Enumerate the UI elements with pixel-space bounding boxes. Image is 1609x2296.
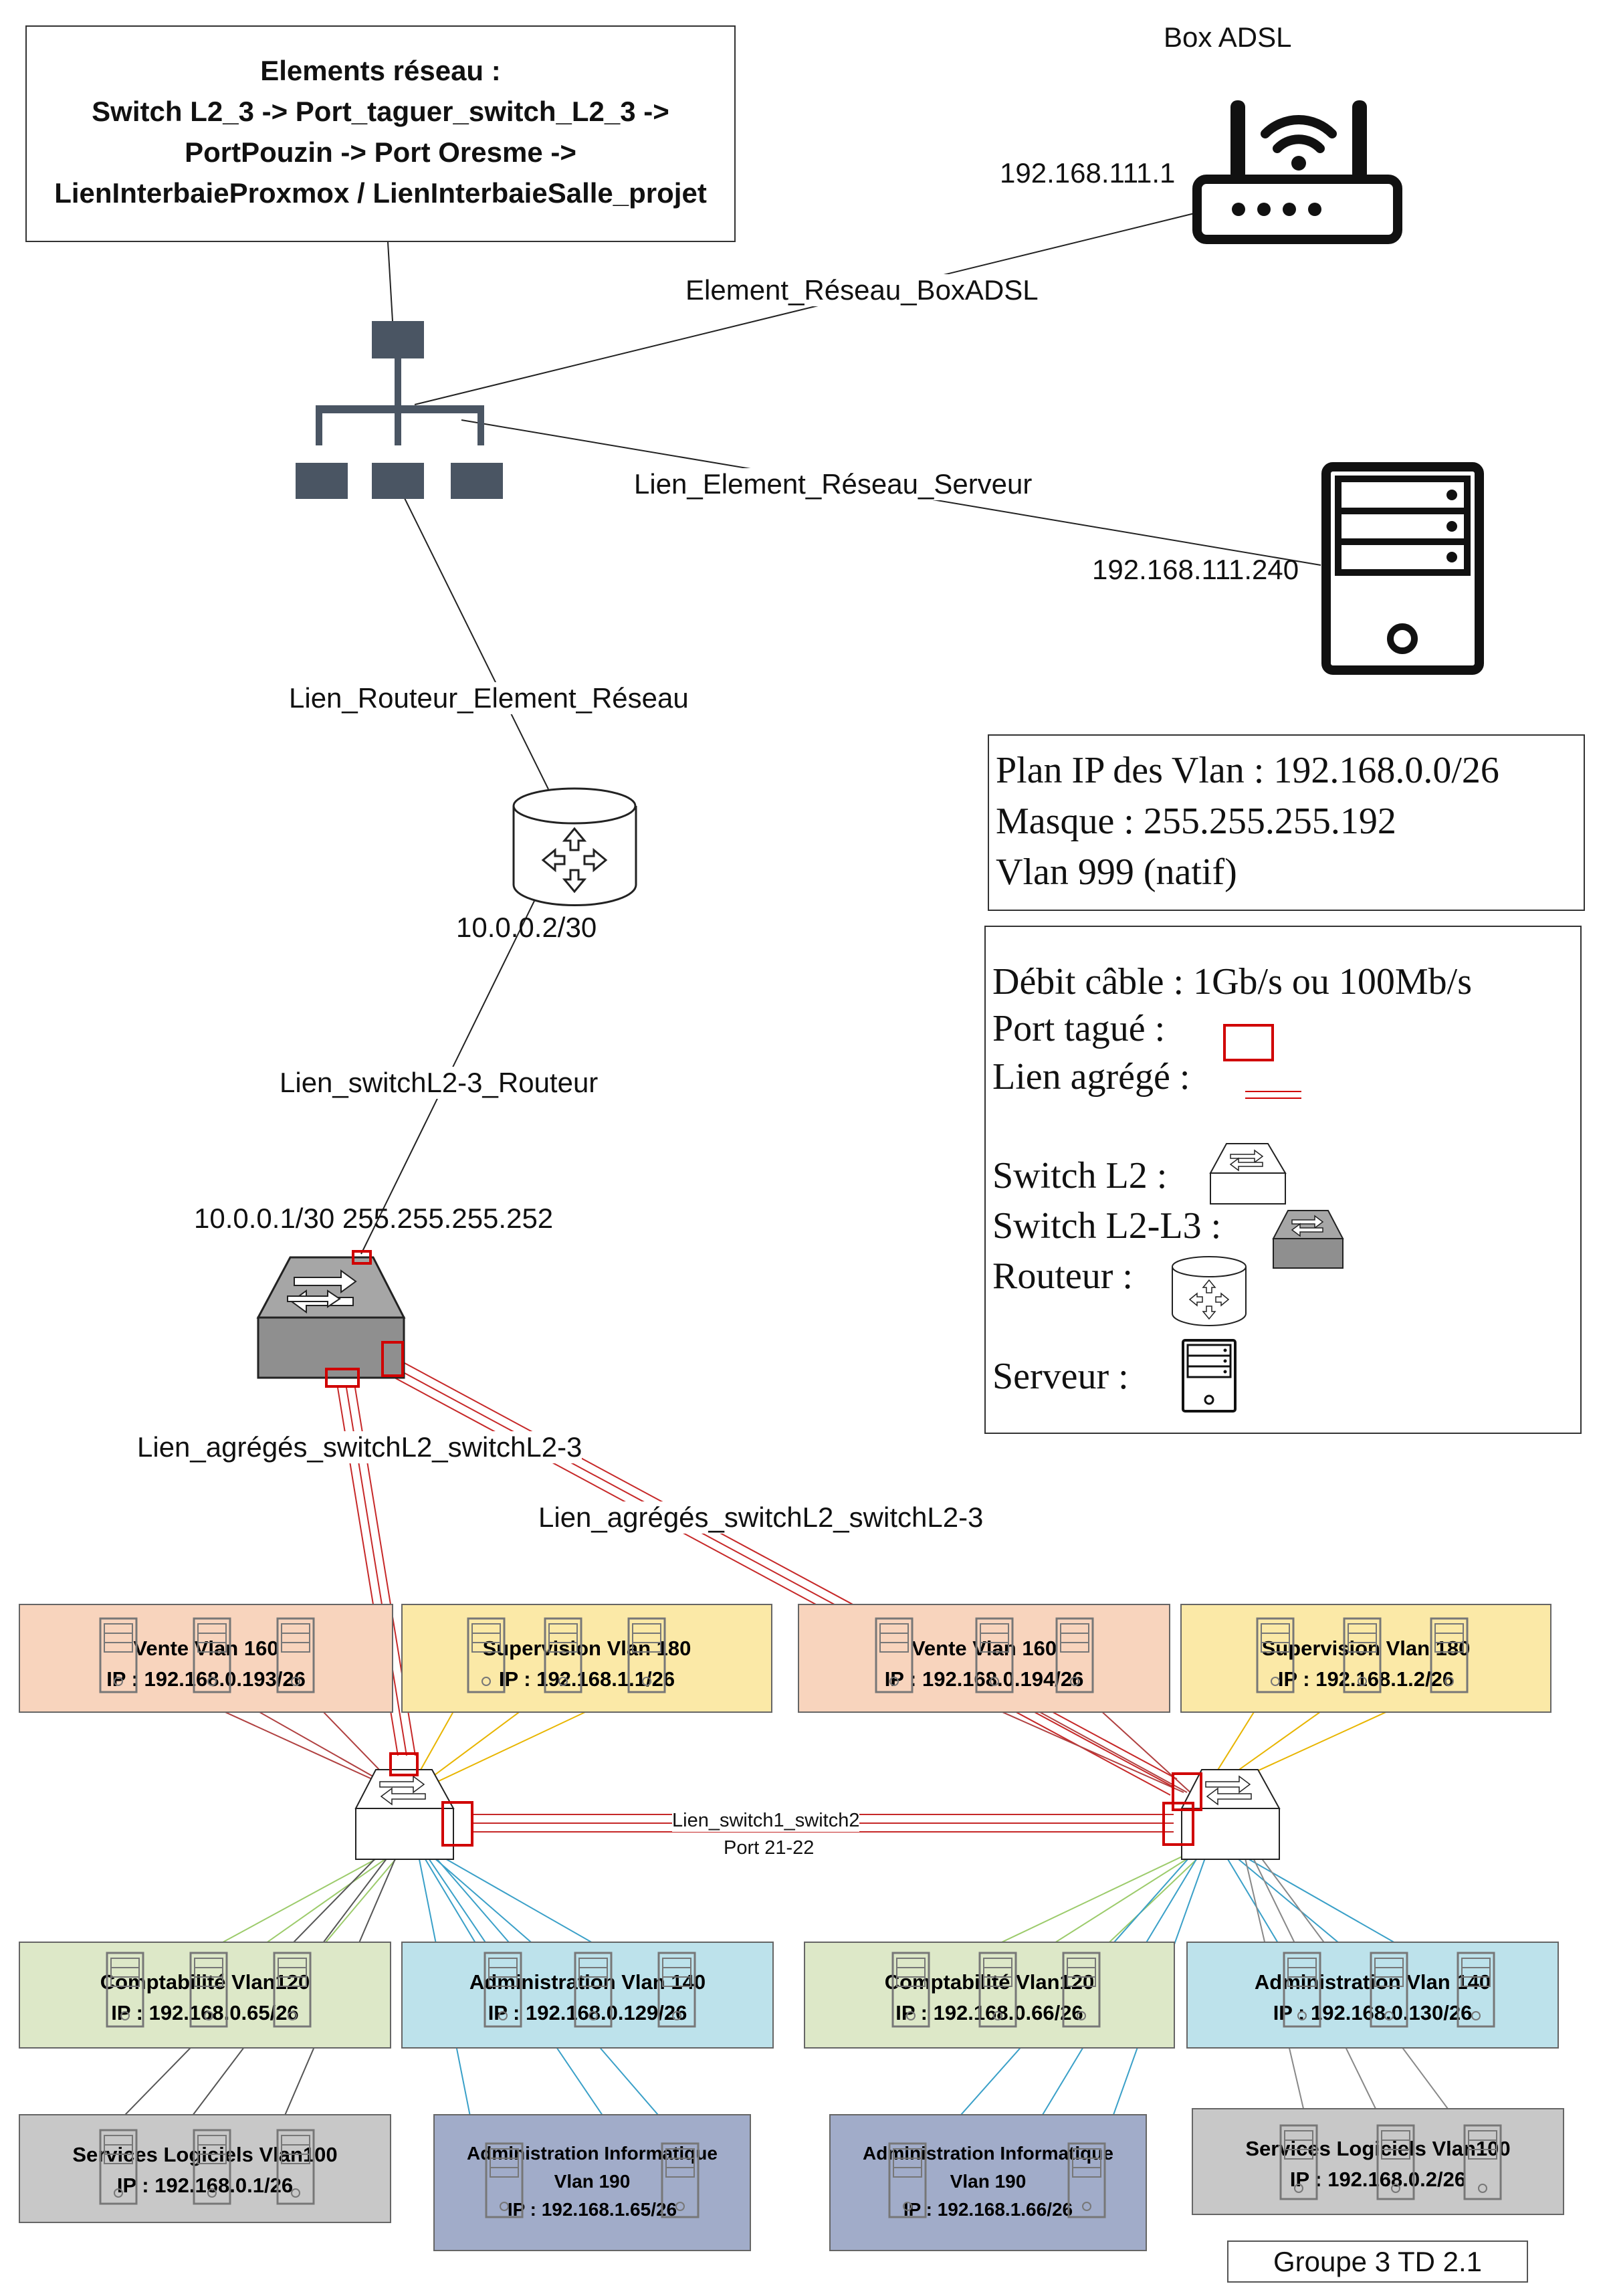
legend-switch-l2l3: Switch L2-L3 : (992, 1205, 1222, 1247)
vlan-box-admin-info-left: Administration Informatique Vlan 190 IP … (433, 2114, 751, 2251)
vlan-ip: IP : 192.168.0.130/26 (1273, 2001, 1473, 2024)
elements-line-4: LienInterbaieProxmox / LienInterbaieSall… (54, 177, 707, 209)
server-legend-icon (1182, 1339, 1237, 1413)
switch-l2-right-icon (1180, 1769, 1281, 1860)
vlan-box-comptabilite-left: Comptabilité Vlan120 IP : 192.168.0.65/2… (19, 1942, 391, 2049)
vlan-box-administration-left: Administration Vlan 140 IP : 192.168.0.1… (401, 1942, 774, 2049)
network-hierarchy-icon (296, 321, 503, 499)
vlan-name-2: Vlan 190 (554, 2171, 631, 2192)
legend-lien-agrege: Lien agrégé : (992, 1056, 1190, 1098)
vlan-box-administration-right: Administration Vlan 140 IP : 192.168.0.1… (1186, 1942, 1559, 2049)
vlan-box-comptabilite-right: Comptabilité Vlan120 IP : 192.168.0.66/2… (804, 1942, 1175, 2049)
elements-line-1: Elements réseau : (260, 55, 501, 86)
vlan-ip: IP : 192.168.0.193/26 (106, 1667, 306, 1691)
vlan-name: Services Logiciels Vlan100 (72, 2143, 338, 2166)
vlan-box-supervision-right: Supervision Vlan 180 IP : 192.168.1.2/26 (1180, 1604, 1551, 1713)
vlan-ip: IP : 192.168.0.2/26 (1289, 2168, 1467, 2191)
box-adsl-ip: 192.168.111.1 (1000, 157, 1176, 189)
tagged-port-core-top (352, 1250, 372, 1265)
legend-tagged-port-sample (1223, 1024, 1274, 1061)
vlan-name: Administration Informatique (863, 2143, 1113, 2164)
server-icon (1321, 462, 1484, 675)
switch-l2l3-legend-icon (1272, 1210, 1344, 1269)
vlan-ip: IP : 192.168.1.2/26 (1277, 1667, 1455, 1691)
ip-plan-line-1: Plan IP des Vlan : 192.168.0.0/26 (996, 750, 1499, 791)
vlan-ip: IP : 192.168.1.65/26 (507, 2199, 677, 2220)
legend-switch-l2: Switch L2 : (992, 1155, 1168, 1196)
ip-plan-box: Plan IP des Vlan : 192.168.0.0/26 Masque… (988, 734, 1585, 911)
vlan-name: Administration Vlan 140 (469, 1970, 706, 1994)
vlan-ip: IP : 192.168.0.1/26 (116, 2174, 294, 2197)
vlan-box-services-left: Services Logiciels Vlan100 IP : 192.168.… (19, 2114, 391, 2223)
ip-plan-line-3: Vlan 999 (natif) (996, 851, 1237, 893)
footer-label: Groupe 3 TD 2.1 (1273, 2246, 1483, 2277)
vlan-name: Comptabilité Vlan120 (884, 1970, 1095, 1994)
tagged-port-core-bottom (325, 1368, 360, 1388)
elements-reseau-box: Elements réseau : Switch L2_3 -> Port_ta… (25, 25, 736, 242)
legend-port-tague: Port tagué : (992, 1008, 1166, 1049)
switch-l2-icon (1209, 1143, 1287, 1205)
elements-line-2: Switch L2_3 -> Port_taguer_switch_L2_3 -… (92, 96, 669, 127)
vlan-ip: IP : 192.168.0.65/26 (111, 2001, 299, 2024)
legend-aggregated-link-sample (1245, 1091, 1301, 1099)
vlan-box-vente-right: Vente Vlan 160 IP : 192.168.0.194/26 (798, 1604, 1170, 1713)
router-icon (512, 787, 637, 906)
vlan-box-vente-left: Vente Vlan 160 IP : 192.168.0.193/26 (19, 1604, 393, 1713)
link-label-agg-right: Lien_agrégés_switchL2_switchL2-3 (538, 1501, 984, 1534)
vlan-name: Comptabilité Vlan120 (100, 1970, 310, 1994)
vlan-box-services-right: Services Logiciels Vlan100 IP : 192.168.… (1192, 2108, 1564, 2215)
vlan-ip: IP : 192.168.0.129/26 (488, 2001, 687, 2024)
tagged-port-right-left (1162, 1802, 1194, 1846)
vlan-ip: IP : 192.168.0.66/26 (895, 2001, 1083, 2024)
elements-line-3: PortPouzin -> Port Oresme -> (185, 136, 576, 168)
link-label-server: Lien_Element_Réseau_Serveur (634, 468, 1033, 500)
legend-box: Débit câble : 1Gb/s ou 100Mb/s Port tagu… (984, 926, 1582, 1434)
vlan-name: Supervision Vlan 180 (482, 1637, 691, 1660)
router-ip: 10.0.0.2/30 (456, 912, 597, 943)
router-legend-icon (1172, 1256, 1247, 1326)
vlan-name: Administration Informatique (467, 2143, 718, 2164)
vlan-ip: IP : 192.168.1.66/26 (903, 2199, 1073, 2220)
vlan-name: Vente Vlan 160 (133, 1637, 279, 1660)
link-label-switch-router: Lien_switchL2-3_Routeur (280, 1067, 599, 1099)
switch-l2-left-icon (354, 1769, 455, 1860)
footer-box: Groupe 3 TD 2.1 (1227, 2240, 1528, 2283)
legend-routeur: Routeur : (992, 1255, 1133, 1297)
vlan-name: Vente Vlan 160 (911, 1637, 1057, 1660)
vlan-name: Services Logiciels Vlan100 (1245, 2137, 1511, 2160)
vlan-box-admin-info-right: Administration Informatique Vlan 190 IP … (829, 2114, 1147, 2251)
tagged-port-left-top (389, 1752, 419, 1776)
vlan-ip: IP : 192.168.1.1/26 (498, 1667, 675, 1691)
vlan-ip: IP : 192.168.0.194/26 (884, 1667, 1084, 1691)
legend-serveur: Serveur : (992, 1356, 1129, 1397)
link-label-box: Element_Réseau_BoxADSL (685, 274, 1039, 306)
link-label-switch1-switch2: Lien_switch1_switch2 (672, 1810, 860, 1832)
link-label-port: Port 21-22 (724, 1837, 815, 1859)
wifi-router-icon (1192, 100, 1402, 244)
link-label-router: Lien_Routeur_Element_Réseau (289, 682, 689, 714)
legend-debit: Débit câble : 1Gb/s ou 100Mb/s (992, 961, 1473, 1003)
tagged-port-left-right (441, 1801, 473, 1847)
ip-plan-line-2: Masque : 255.255.255.192 (996, 801, 1396, 842)
vlan-name: Administration Vlan 140 (1254, 1970, 1491, 1994)
core-switch-ip: 10.0.0.1/30 255.255.255.252 (194, 1203, 554, 1234)
vlan-name-2: Vlan 190 (950, 2171, 1027, 2192)
vlan-box-supervision-left: Supervision Vlan 180 IP : 192.168.1.1/26 (401, 1604, 772, 1713)
box-adsl-title: Box ADSL (1164, 21, 1292, 53)
link-label-agg-left: Lien_agrégés_switchL2_switchL2-3 (137, 1431, 582, 1463)
tagged-port-core-right (381, 1341, 404, 1377)
tagged-port-right-top (1172, 1772, 1202, 1811)
server-ip: 192.168.111.240 (1092, 554, 1299, 585)
vlan-name: Supervision Vlan 180 (1261, 1637, 1471, 1660)
